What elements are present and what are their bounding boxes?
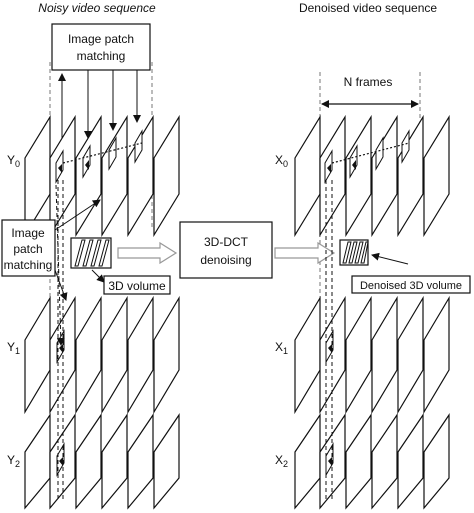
- denoised-patch-dots-row-0: [327, 160, 356, 173]
- patch-matching-side-line-1: Image: [11, 226, 45, 240]
- denoised-row-labels: X0 X1 X2: [275, 153, 288, 469]
- noisy-patches-row-0: [55, 129, 143, 184]
- volume-label: 3D volume: [108, 279, 166, 293]
- noisy-sequence-title: Noisy video sequence: [38, 1, 156, 15]
- noisy-label-1-sub: 1: [15, 346, 20, 356]
- n-frames-dimension: N frames: [321, 75, 419, 108]
- noisy-row-labels: Y0 Y1 Y2: [7, 153, 20, 469]
- patch-matching-side-line-3: matching: [4, 258, 53, 272]
- denoised-label-2-sub: 2: [283, 459, 288, 469]
- patch-matching-top-line-1: Image patch: [68, 32, 134, 46]
- denoised-label-0-base: X: [275, 153, 283, 167]
- noisy-label-1: Y1: [7, 340, 20, 356]
- noisy-3d-volume-icon: [70, 237, 112, 269]
- patch-match-dotted-line-row-0: [62, 142, 143, 164]
- dct-denoising-box: 3D-DCT denoising: [179, 221, 273, 279]
- denoised-frames-row-0: [294, 114, 450, 238]
- noisy-label-2-base: Y: [7, 453, 15, 467]
- noisy-frames-row-2: [24, 413, 180, 510]
- denoised-3d-volume-icon: [339, 239, 369, 266]
- denoised-frames-row-2: [294, 413, 450, 510]
- denoised-label-1: X1: [275, 340, 288, 356]
- denoised-dotted-line-row-0: [331, 142, 410, 164]
- noisy-label-2: Y2: [7, 453, 20, 469]
- volume-label-group: 3D volume: [91, 269, 171, 295]
- patch-matching-top-line-2: matching: [77, 49, 126, 63]
- noisy-label-0-base: Y: [7, 153, 15, 167]
- image-patch-matching-side-box: Image patch matching: [1, 219, 56, 277]
- dct-line-1: 3D-DCT: [204, 235, 249, 249]
- noisy-label-2-sub: 2: [15, 459, 20, 469]
- denoised-frames-row-1: [294, 295, 450, 415]
- noisy-column-dashed-traces: [55, 180, 65, 500]
- denoised-label-0-sub: 0: [283, 159, 288, 169]
- n-frames-label: N frames: [344, 75, 393, 89]
- noisy-label-1-base: Y: [7, 340, 15, 354]
- denoised-label-0: X0: [275, 153, 288, 169]
- denoised-volume-label: Denoised 3D volume: [360, 280, 462, 292]
- block-arrow-to-dct: [117, 241, 178, 265]
- noisy-patch-dots-row-0: [58, 160, 89, 173]
- noisy-label-0-sub: 0: [15, 159, 20, 169]
- denoised-label-1-base: X: [275, 340, 283, 354]
- noisy-label-0: Y0: [7, 153, 20, 169]
- patch-matching-side-line-2: patch: [13, 242, 42, 256]
- denoised-patches-row-0: [324, 129, 410, 184]
- noisy-frames-row-1: [24, 295, 180, 415]
- denoised-label-2: X2: [275, 453, 288, 469]
- dct-line-2: denoising: [200, 253, 251, 267]
- noisy-patch-row-2: [56, 442, 65, 477]
- denoised-sequence-title: Denoised video sequence: [299, 1, 437, 15]
- denoised-label-2-base: X: [275, 453, 283, 467]
- denoised-volume-label-group: Denoised 3D volume: [351, 252, 471, 294]
- noisy-frames-row-0: [24, 114, 180, 238]
- denoised-label-1-sub: 1: [283, 346, 288, 356]
- block-arrow-from-dct: [274, 241, 336, 265]
- denoised-column-dashed-traces: [325, 180, 333, 500]
- image-patch-matching-top-box: Image patch matching: [51, 23, 151, 71]
